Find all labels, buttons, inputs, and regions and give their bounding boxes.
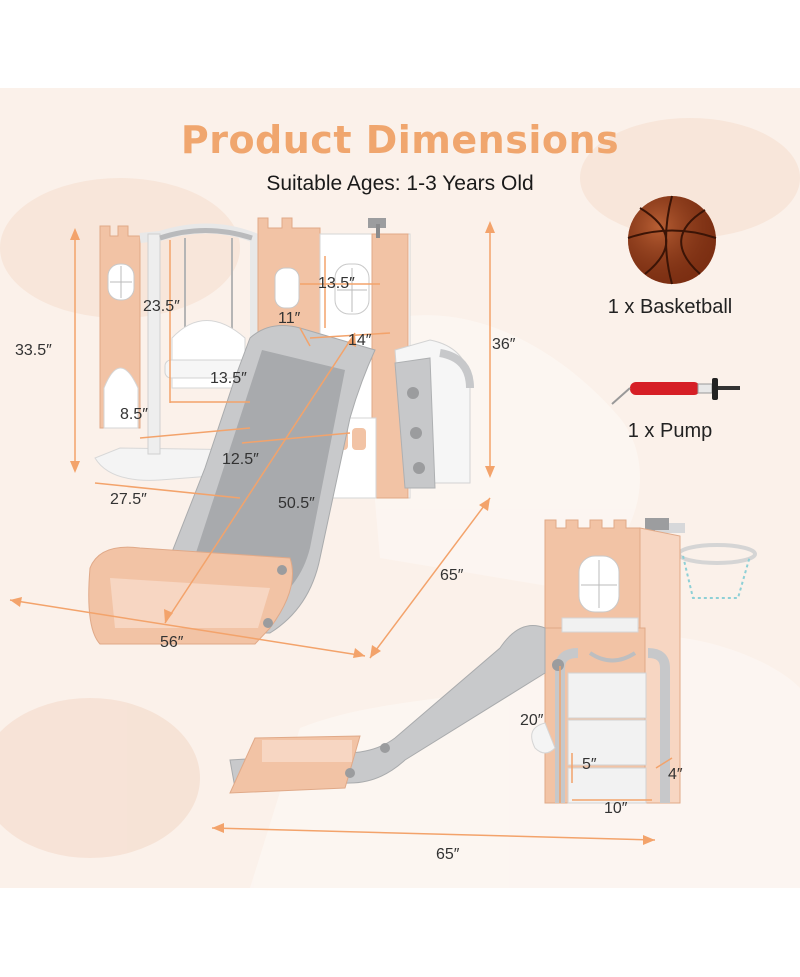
dim-swing-seat-width: 13.5″ <box>210 370 247 387</box>
dim-step-depth: 4″ <box>668 766 683 783</box>
dimension-lines <box>9 226 673 841</box>
dim-step-width: 10″ <box>604 800 628 817</box>
dim-overall-depth: 65″ <box>440 567 464 584</box>
pump-icon <box>611 378 740 405</box>
dim-right-height: 36″ <box>492 336 516 353</box>
dim-window-width: 13.5″ <box>318 275 355 292</box>
dim-platform-side: 11″ <box>278 310 301 327</box>
playset-front-view <box>88 217 474 645</box>
basketball-icon <box>627 195 717 285</box>
dimension-arrowheads <box>10 221 655 845</box>
dim-swing-height: 23.5″ <box>143 298 180 315</box>
dim-climb-height: 20″ <box>520 712 544 729</box>
playset-side-view <box>229 518 757 804</box>
dim-overall-width: 56″ <box>160 634 184 651</box>
product-dimensions-card: Product Dimensions Suitable Ages: 1-3 Ye… <box>0 88 800 888</box>
dim-platform-width: 14″ <box>348 332 372 349</box>
page-title: Product Dimensions <box>180 118 620 162</box>
dim-step-height: 5″ <box>582 756 597 773</box>
dim-side-length: 65″ <box>436 846 460 863</box>
product-illustration <box>0 118 800 888</box>
dim-left-height: 33.5″ <box>15 342 52 359</box>
dim-slide-width: 12.5″ <box>222 451 259 468</box>
basketball-label: 1 x Basketball <box>607 296 733 318</box>
dim-swing-base: 27.5″ <box>110 491 147 508</box>
age-range-subtitle: Suitable Ages: 1-3 Years Old <box>266 172 534 195</box>
pump-label: 1 x Pump <box>627 420 713 442</box>
dim-slide-length: 50.5″ <box>278 495 315 512</box>
dim-swing-seat-depth: 8.5″ <box>120 406 148 423</box>
